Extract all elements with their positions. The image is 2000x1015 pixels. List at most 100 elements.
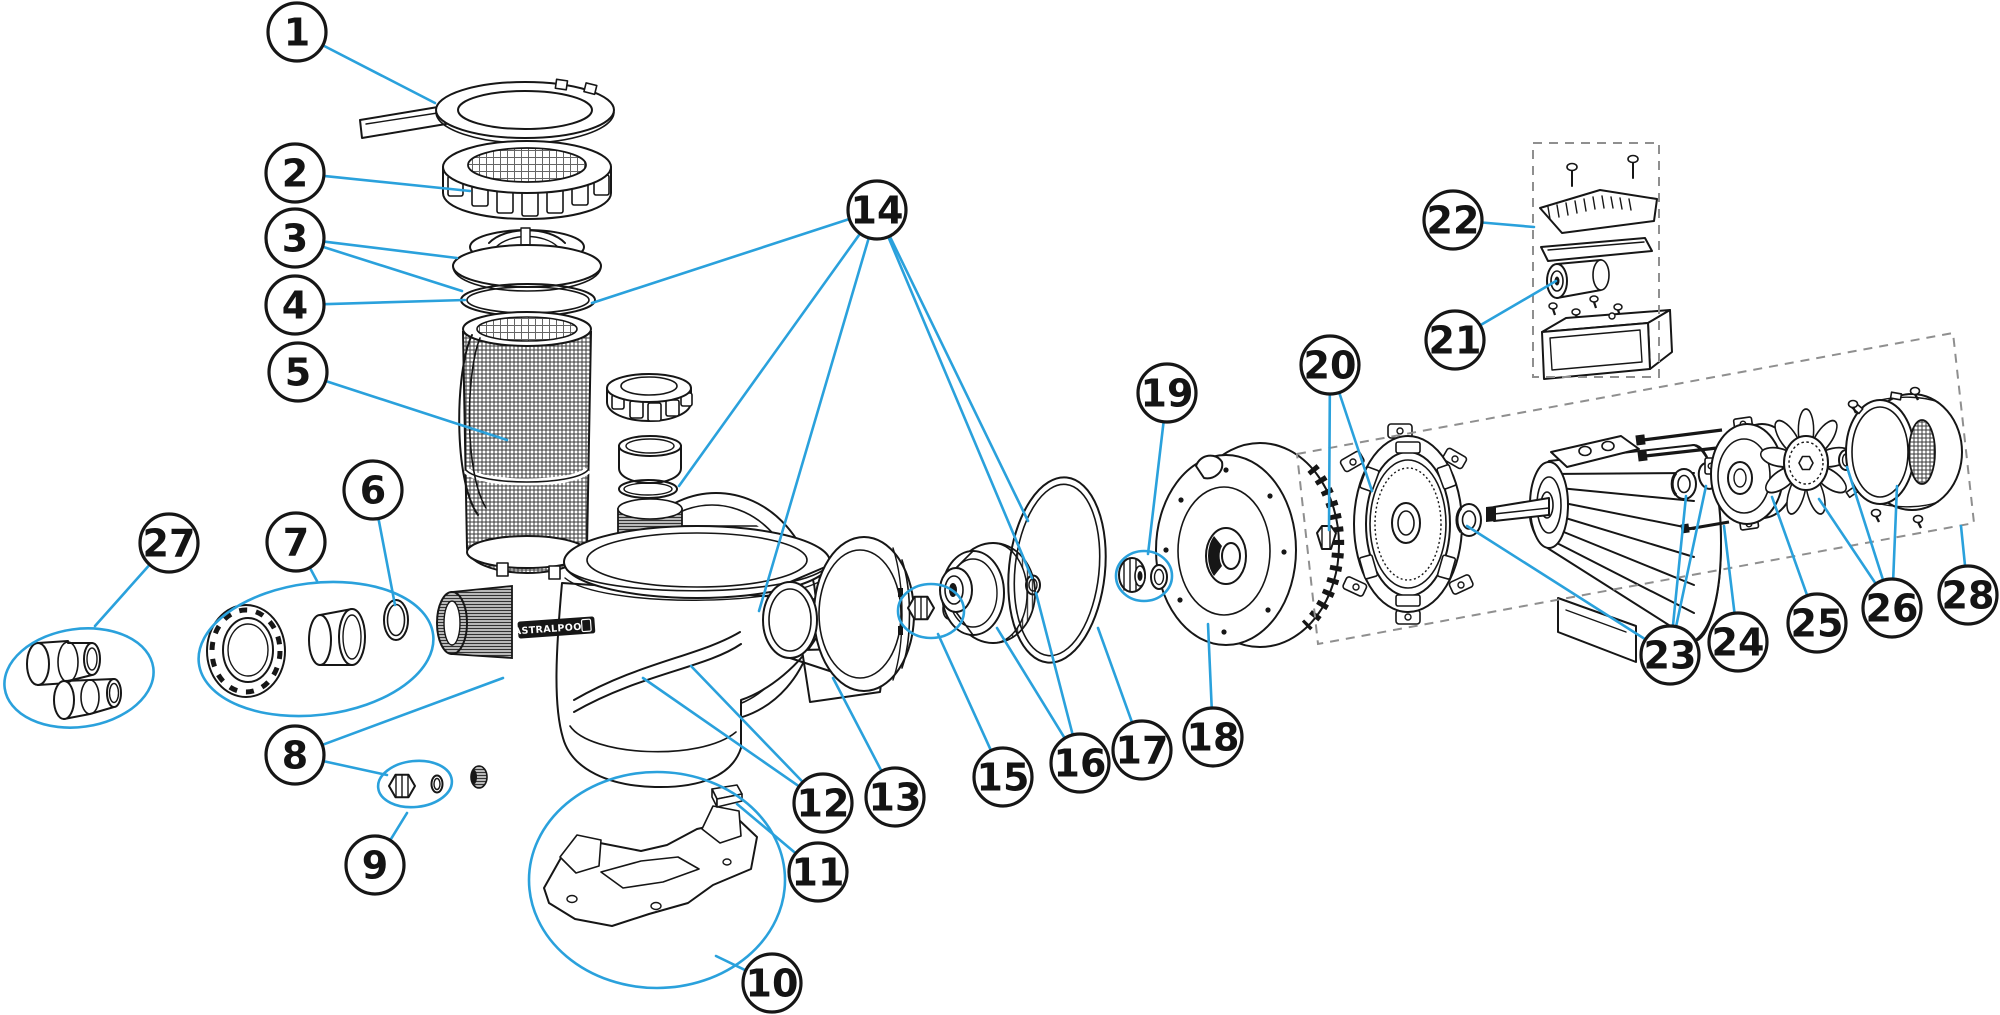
callout-label-6: 6 <box>360 469 386 513</box>
leader-line-18 <box>1206 622 1214 710</box>
leader-line-21 <box>1478 279 1558 327</box>
part-drain-plug <box>388 773 444 799</box>
dashed-group-boxes <box>1295 142 1976 646</box>
callout-label-23: 23 <box>1644 634 1697 678</box>
callout-label-3: 3 <box>282 217 308 261</box>
leader-line-3 <box>322 240 459 260</box>
part-fan-cover <box>1845 386 1963 529</box>
callout-label-7: 7 <box>283 521 309 565</box>
impeller-nut-group-ellipse <box>896 582 966 640</box>
leader-line-19 <box>1146 420 1165 556</box>
callout-label-13: 13 <box>869 776 922 820</box>
part-lock-ring <box>442 140 612 220</box>
callout-4[interactable] <box>264 274 326 336</box>
callout-25[interactable] <box>1786 592 1848 654</box>
callout-28[interactable] <box>1937 564 1999 626</box>
callout-1[interactable] <box>266 1 328 63</box>
callout-15[interactable] <box>972 746 1034 808</box>
leader-line-3 <box>321 245 464 293</box>
base-group-ellipse <box>527 770 787 990</box>
leader-line-23 <box>1674 484 1708 628</box>
brand-label: ASTRALPOOL <box>513 621 588 637</box>
blue-group-ellipses <box>3 549 1174 990</box>
leader-line-14 <box>888 234 1030 523</box>
callout-label-16: 16 <box>1054 742 1107 786</box>
part-pump-body: ASTRALPOOL <box>436 498 831 789</box>
callout-14[interactable] <box>846 179 908 241</box>
leader-line-15 <box>936 632 993 752</box>
leader-line-8 <box>322 759 389 777</box>
callout-13[interactable] <box>864 766 926 828</box>
leader-line-12 <box>689 664 805 784</box>
part-mechanical-seal <box>1118 557 1168 593</box>
callout-20[interactable] <box>1299 334 1361 396</box>
part-front-bearing <box>1455 503 1482 537</box>
leader-line-1 <box>321 43 437 105</box>
callout-12[interactable] <box>792 772 854 834</box>
part-impeller <box>939 542 1036 644</box>
callout-18[interactable] <box>1182 706 1244 768</box>
callout-10[interactable] <box>741 952 803 1014</box>
callout-label-8: 8 <box>282 734 308 778</box>
callout-27[interactable] <box>138 512 200 574</box>
callout-26[interactable] <box>1861 577 1923 639</box>
leader-line-17 <box>1096 626 1134 725</box>
callout-21[interactable] <box>1424 309 1486 371</box>
leader-line-8 <box>320 676 505 747</box>
callout-22[interactable] <box>1422 189 1484 251</box>
callout-6[interactable] <box>342 459 404 521</box>
callout-17[interactable] <box>1111 719 1173 781</box>
callout-label-27: 27 <box>143 522 196 566</box>
callout-label-2: 2 <box>282 152 308 196</box>
callout-7[interactable] <box>265 511 327 573</box>
callout-label-14: 14 <box>851 189 904 233</box>
callout-label-1: 1 <box>284 11 310 55</box>
callout-19[interactable] <box>1136 362 1198 424</box>
part-drain-cap-set <box>606 373 693 499</box>
callout-label-9: 9 <box>362 844 388 888</box>
leader-line-26 <box>1845 465 1885 582</box>
leader-line-7 <box>308 566 319 583</box>
callout-24[interactable] <box>1707 611 1769 673</box>
leader-line-26 <box>1891 484 1899 581</box>
callout-23[interactable] <box>1639 624 1701 686</box>
leader-line-16 <box>995 626 1067 740</box>
callout-11[interactable] <box>787 841 849 903</box>
callout-label-25: 25 <box>1791 602 1844 646</box>
leader-line-12 <box>641 676 801 788</box>
part-lock-ring-wrench <box>359 78 615 144</box>
callout-2[interactable] <box>264 142 326 204</box>
union-oring <box>383 599 409 641</box>
leader-line-14 <box>677 232 862 488</box>
callout-label-24: 24 <box>1712 621 1765 665</box>
union-tail <box>308 608 366 666</box>
part-motor-flange <box>1316 423 1474 625</box>
leader-line-16 <box>1034 591 1075 737</box>
part-hose-adapters <box>26 640 122 720</box>
callout-label-12: 12 <box>797 782 850 826</box>
callout-8[interactable] <box>264 724 326 786</box>
part-tank-lid <box>452 227 602 292</box>
part-diffuser <box>762 536 915 703</box>
leader-line-10 <box>714 954 748 972</box>
leader-line-25 <box>1770 495 1809 597</box>
leader-line-2 <box>322 174 472 193</box>
leader-line-14 <box>886 235 1034 580</box>
leader-line-4 <box>322 298 467 306</box>
callout-label-22: 22 <box>1427 199 1480 243</box>
hose-adapters-group-ellipse <box>3 627 155 729</box>
leader-line-20 <box>1337 391 1374 493</box>
callout-9[interactable] <box>344 834 406 896</box>
capacitor <box>1546 259 1610 299</box>
leader-line-14 <box>590 217 851 305</box>
callout-label-11: 11 <box>792 851 845 895</box>
callout-16[interactable] <box>1049 732 1111 794</box>
leader-line-13 <box>831 676 883 773</box>
callout-label-19: 19 <box>1141 372 1194 416</box>
leader-lines <box>93 43 1967 972</box>
callout-5[interactable] <box>267 341 329 403</box>
leader-line-27 <box>93 563 152 628</box>
callout-3[interactable] <box>264 207 326 269</box>
part-strainer-basket <box>458 311 593 580</box>
